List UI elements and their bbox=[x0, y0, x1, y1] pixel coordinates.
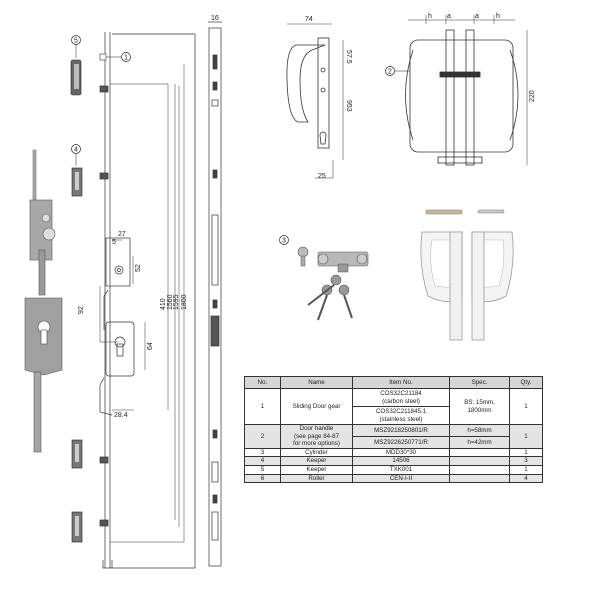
cell-item: COS32C21184 (carbon steel) bbox=[352, 388, 450, 407]
cell-qty: 1 bbox=[509, 388, 543, 425]
svg-text:1: 1 bbox=[124, 55, 128, 62]
cell-spec: h=58mm bbox=[449, 424, 510, 437]
cell-no: 6 bbox=[244, 473, 281, 484]
dim-h-right: h bbox=[496, 13, 500, 20]
dim-16: 16 bbox=[211, 15, 219, 22]
dim-1800: 1800 bbox=[181, 294, 188, 310]
cell-spec bbox=[449, 447, 510, 458]
cell-qty: 4 bbox=[509, 473, 543, 484]
gear-photo bbox=[24, 149, 63, 453]
callout-2: 2 bbox=[385, 66, 410, 76]
cell-item: MSZ9226250771/R bbox=[352, 435, 450, 449]
dim-64: 64 bbox=[147, 342, 154, 350]
dim-a-left: a bbox=[447, 13, 451, 20]
cell-item: CEN-I-II bbox=[352, 473, 450, 484]
cell-item: MSZ9218250801/R bbox=[352, 424, 450, 437]
dim-220: 220 bbox=[529, 90, 536, 102]
dim-1560: 1560 bbox=[167, 294, 174, 310]
dim-57-5: 57.5 bbox=[345, 50, 352, 64]
cell-spec bbox=[449, 473, 510, 484]
cell-no: 5 bbox=[244, 464, 281, 475]
dim-25: 25 bbox=[318, 173, 326, 180]
cell-no: 4 bbox=[244, 456, 281, 466]
table-row: MSZ9226250771/R h=42mm bbox=[245, 435, 543, 449]
dim-a-right: a bbox=[475, 13, 479, 20]
cell-item: 14506 bbox=[352, 456, 450, 466]
parts-table: No. Name Item No. Spec. Qty. 1 Sliding D… bbox=[244, 376, 543, 484]
dim-52: 52 bbox=[135, 264, 142, 272]
svg-text:4: 4 bbox=[74, 147, 78, 154]
handle-front-view bbox=[405, 15, 528, 166]
cell-name: Keeper bbox=[280, 464, 353, 475]
cell-no: 2 bbox=[244, 424, 281, 449]
cell-item: TXK001 bbox=[352, 464, 450, 475]
header-no: No. bbox=[244, 376, 281, 389]
dim-1595: 1595 bbox=[173, 294, 180, 310]
header-qty: Qty. bbox=[509, 376, 543, 389]
dim-953: 953 bbox=[345, 100, 352, 112]
callout-3: 3 bbox=[279, 235, 289, 245]
callout-4: 4 bbox=[71, 144, 81, 166]
table-row: 6 Roller CEN-I-II 4 bbox=[244, 473, 543, 484]
cell-spec: BS: 15mm, 1800mm bbox=[449, 388, 510, 425]
cell-name: Door handle (see page 84-87 for more opt… bbox=[280, 424, 353, 449]
handle-photo bbox=[420, 209, 514, 341]
gear-side-profile bbox=[208, 21, 222, 567]
cell-qty: 3 bbox=[509, 456, 543, 466]
cell-name: Keeper bbox=[280, 456, 353, 466]
dim-410: 410 bbox=[160, 298, 167, 310]
keeper-5-icon bbox=[70, 59, 82, 96]
dim-27: 27 bbox=[118, 231, 126, 238]
gear-elevation bbox=[99, 32, 196, 569]
svg-text:3: 3 bbox=[282, 238, 286, 245]
cell-qty: 1 bbox=[509, 447, 543, 458]
table-header-row: No. Name Item No. Spec. Qty. bbox=[244, 376, 543, 389]
cell-qty: 1 bbox=[509, 464, 543, 475]
cell-item: MDD30*30 bbox=[352, 447, 450, 458]
keeper-4-icon bbox=[71, 167, 83, 197]
cell-qty: 1 bbox=[509, 424, 543, 449]
svg-text:2: 2 bbox=[388, 69, 392, 76]
table-row: 1 Sliding Door gear COS32C21184 (carbon … bbox=[244, 388, 543, 425]
header-item-no: Item No. bbox=[352, 376, 450, 389]
table-row: 5 Keeper TXK001 1 bbox=[244, 464, 543, 475]
dim-h-left: h bbox=[428, 13, 432, 20]
table-row: 2 Door handle (see page 84-87 for more o… bbox=[244, 424, 543, 449]
cell-no: 3 bbox=[244, 447, 281, 458]
header-spec: Spec. bbox=[449, 376, 510, 389]
cylinder-photo bbox=[297, 246, 369, 321]
table-row: 4 Keeper 14506 3 bbox=[244, 456, 543, 466]
cell-item: COS32C211845.1 (stainless steel) bbox=[352, 406, 450, 425]
callout-1: 1 bbox=[99, 52, 131, 62]
cell-spec bbox=[449, 464, 510, 475]
keeper-bottom-2-icon bbox=[71, 511, 83, 543]
cell-name: Roller bbox=[280, 473, 353, 484]
header-name: Name bbox=[280, 376, 353, 389]
handle-side-view bbox=[286, 23, 344, 179]
dim-28-4: 28.4 bbox=[114, 412, 128, 419]
cell-name: Cylinder bbox=[280, 447, 353, 458]
keeper-bottom-1-icon bbox=[71, 439, 83, 469]
cell-spec bbox=[449, 456, 510, 466]
cell-spec: h=42mm bbox=[449, 435, 510, 449]
svg-text:5: 5 bbox=[74, 38, 78, 45]
dim-92: 92 bbox=[78, 306, 85, 314]
dim-74: 74 bbox=[305, 16, 313, 23]
table-row: 3 Cylinder MDD30*30 1 bbox=[244, 447, 543, 458]
cell-name: Sliding Door gear bbox=[280, 388, 353, 425]
table-row: COS32C211845.1 (stainless steel) bbox=[245, 406, 543, 425]
callout-5: 5 bbox=[71, 35, 81, 58]
cell-no: 1 bbox=[244, 388, 281, 425]
gear-dimensions bbox=[99, 64, 185, 543]
dim-5: 5 bbox=[112, 239, 116, 246]
